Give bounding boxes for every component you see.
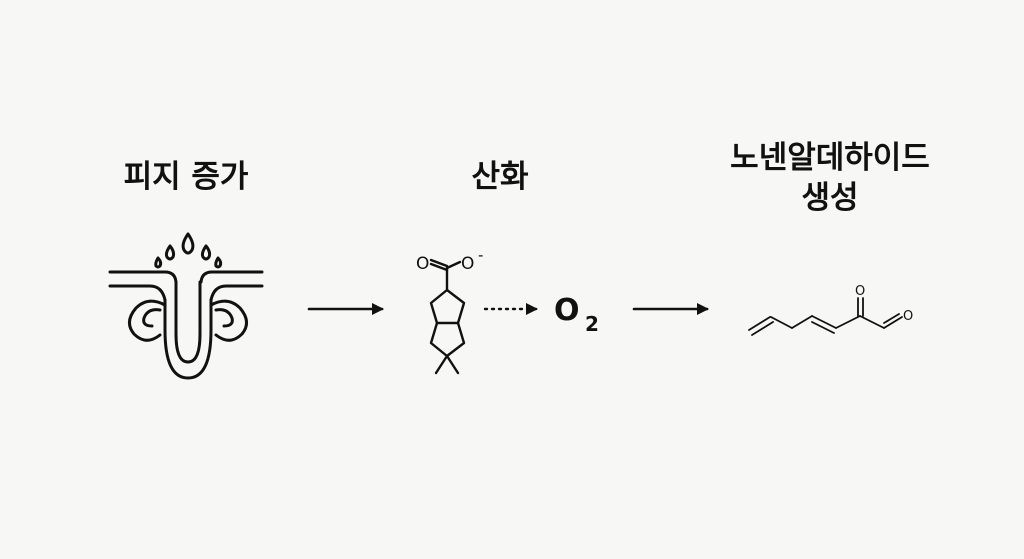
ketone-oxygen: O <box>855 284 865 299</box>
sebaceous-gland-icon <box>108 232 264 380</box>
oxygen-o: O <box>554 293 580 328</box>
step-label-oxidation: 산화 <box>471 159 529 195</box>
step-label-nonenal-line1: 노넨알데하이드 <box>730 140 930 176</box>
cyclic-carboxylate-structure-icon: O O - <box>416 246 483 375</box>
step-label-nonenal-generation: 노넨알데하이드 생성 <box>700 138 960 218</box>
carboxylate-oxygen-left: O <box>416 254 429 274</box>
carboxylate-charge: - <box>478 246 483 264</box>
nonenal-structure-icon: O O <box>748 284 913 336</box>
oxygen-molecule: O 2 <box>554 293 599 336</box>
carboxylate-oxygen-right: O <box>461 254 474 274</box>
aldehyde-oxygen: O <box>903 309 913 324</box>
oxygen-subscript: 2 <box>585 312 599 336</box>
step-label-sebum-increase: 피지 증가 <box>123 159 249 195</box>
step-label-nonenal-line2: 생성 <box>801 180 859 216</box>
